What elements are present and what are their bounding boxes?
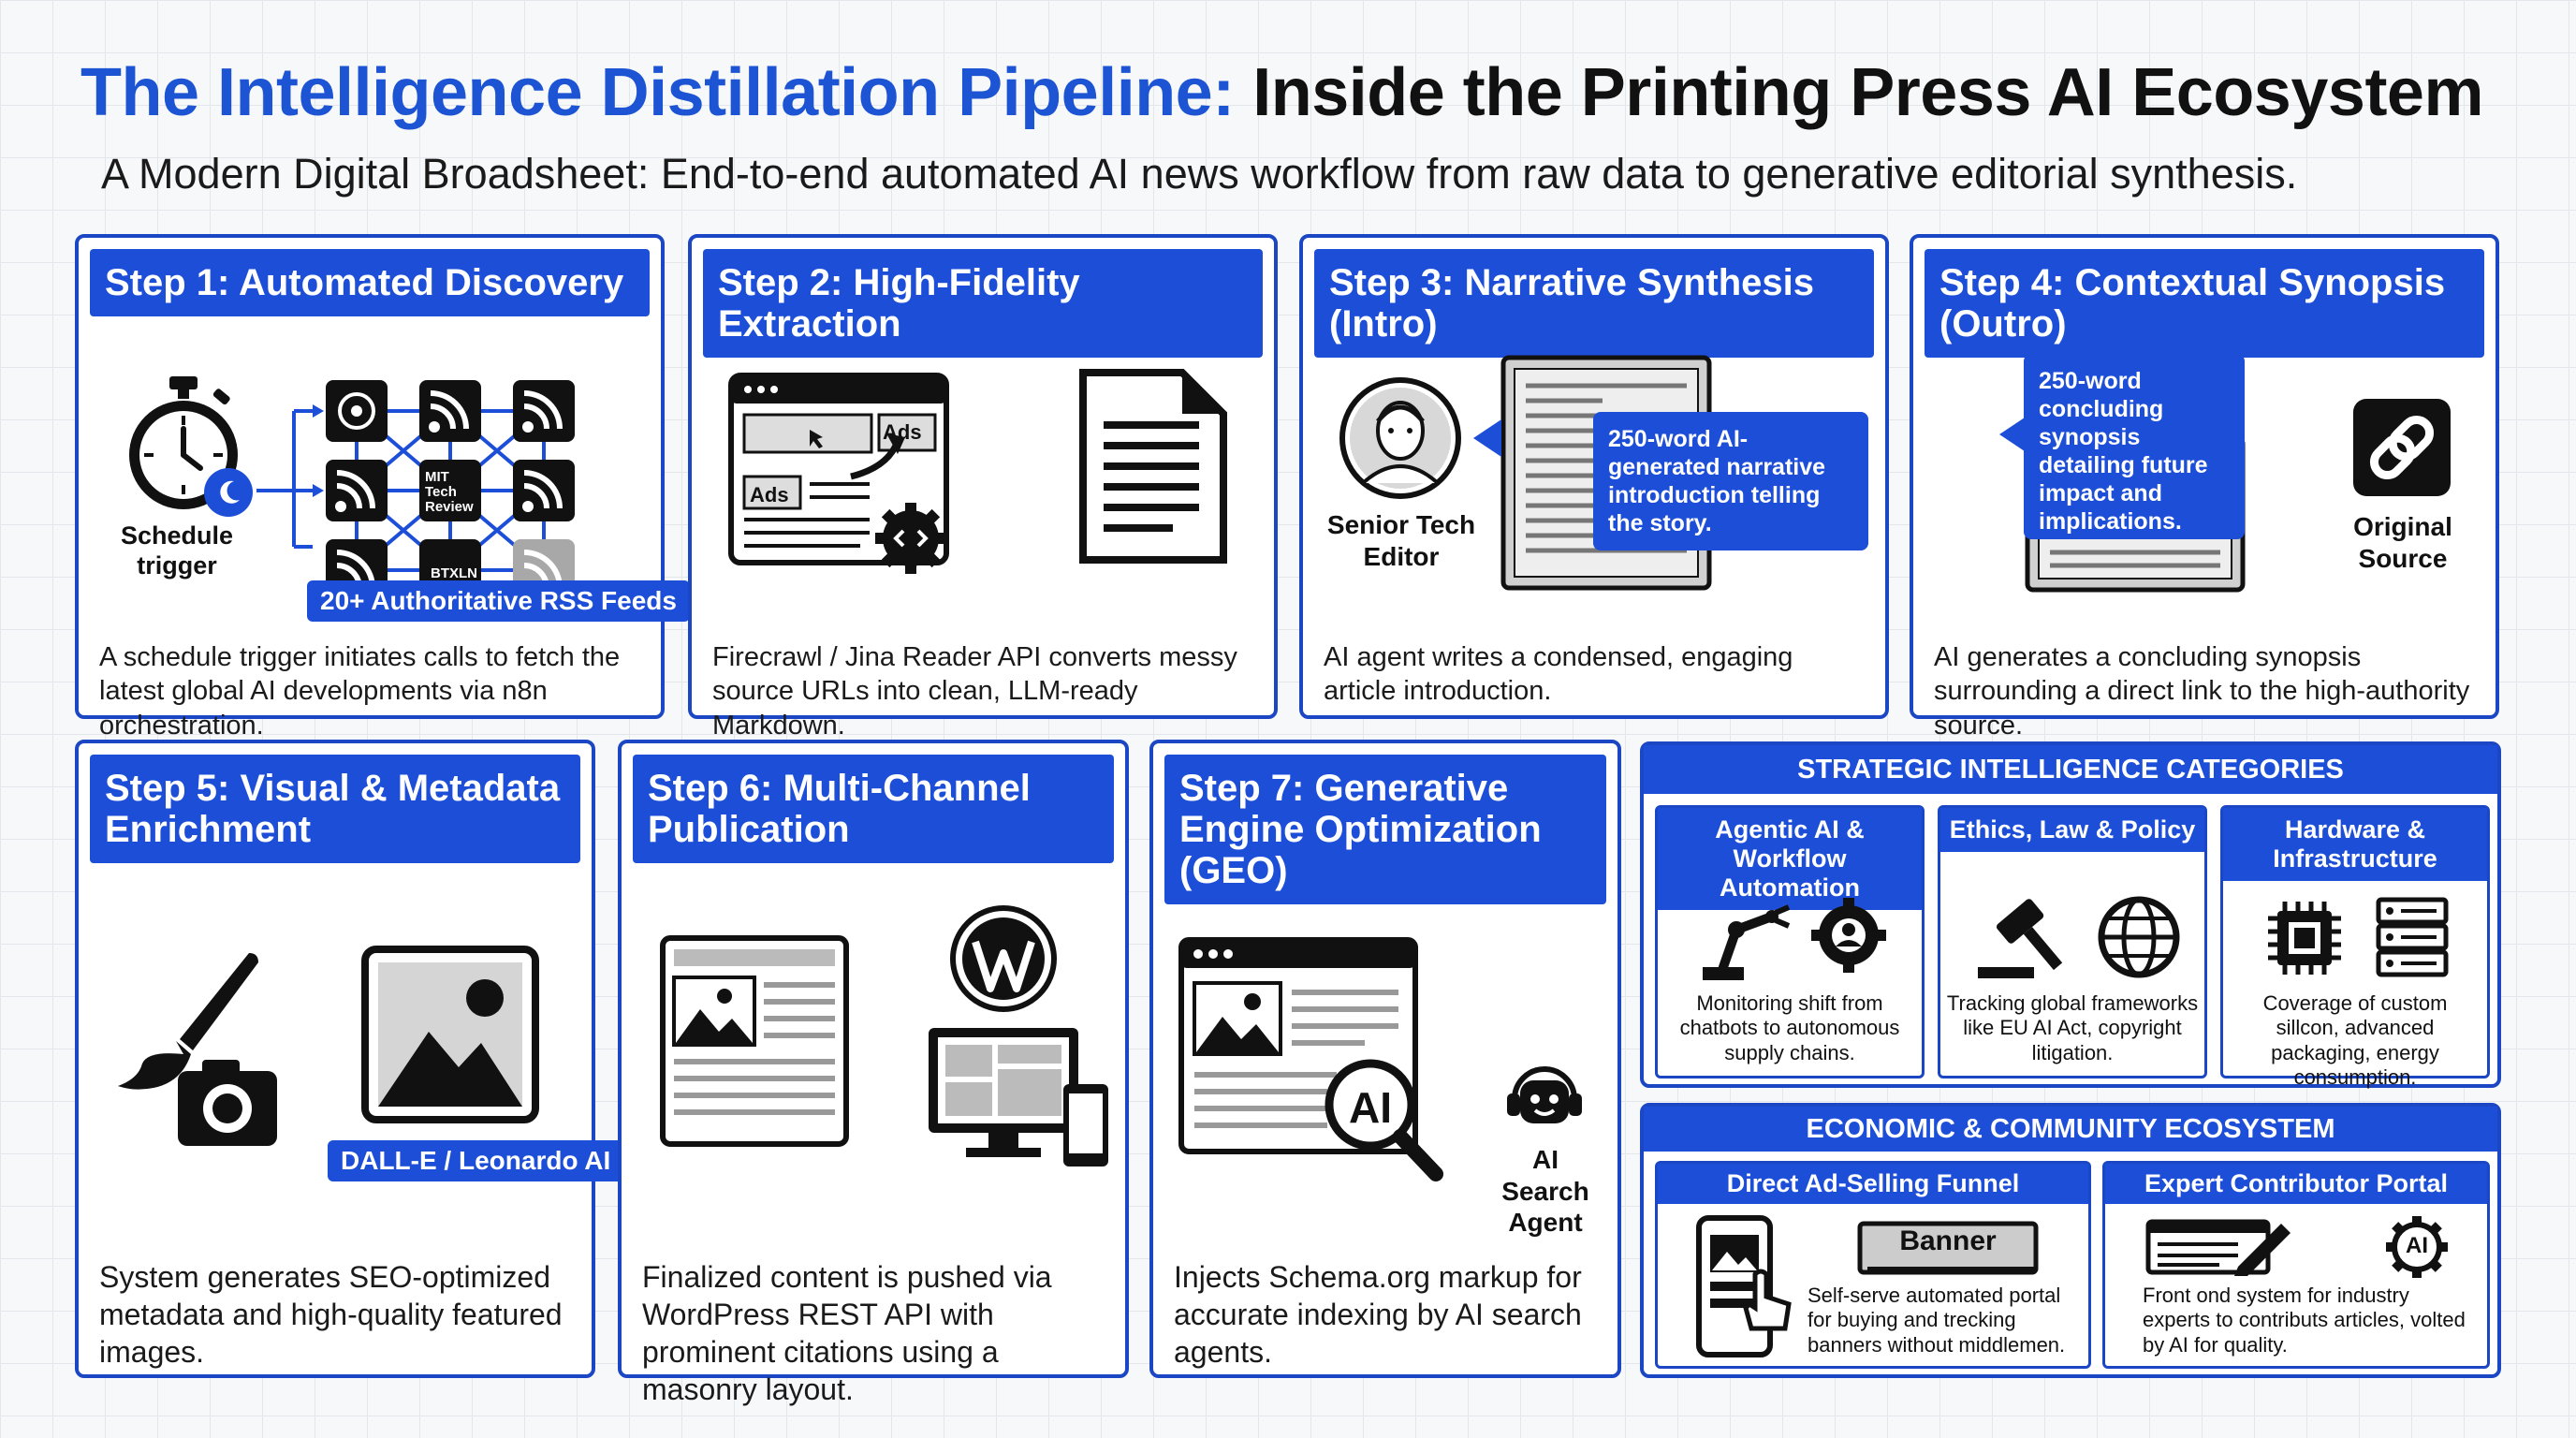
contributor-portal: Expert Contributor Portal AI Front ond s… (2102, 1161, 2490, 1369)
step-5-card: Step 5: Visual & Metadata Enrichment DAL… (75, 740, 624, 1378)
category-hardware: Hardware & Infrastructure Coverage of cu… (2220, 805, 2490, 1089)
category-desc: Coverage of custom sillcon, advanced pac… (2262, 991, 2448, 1090)
editor-label: Senior Tech Editor (1326, 510, 1476, 571)
funnel-title: Direct Ad-Selling Funnel (1658, 1164, 2088, 1205)
gavel-globe-icon (1978, 896, 2180, 978)
stopwatch-icon (129, 376, 253, 517)
step-3-desc: AI agent writes a condensed, engaging ar… (1324, 642, 1793, 707)
phone-touch-icon (1696, 1215, 1792, 1357)
ecosystem-section: ECONOMIC & COMMUNITY ECOSYSTEM Direct Ad… (1640, 1103, 2501, 1378)
editor-pen-icon (2145, 1219, 2291, 1276)
robot-arm-gear-icon (1703, 898, 1886, 980)
btxln-tile-text: BTXLN (431, 565, 477, 581)
page-title: The Intelligence Distillation Pipeline: … (80, 54, 2483, 131)
ads-label-1: Ads (883, 420, 922, 444)
step-1-desc: A schedule trigger initiates calls to fe… (99, 642, 621, 741)
paintbrush-camera-icon (118, 953, 277, 1146)
category-agentic: Agentic AI & Workflow Automation Monitor… (1655, 805, 1925, 1078)
step-2-card: Step 2: High-Fidelity Extraction Ads Ads (688, 234, 1278, 741)
clean-document-icon (1079, 369, 1227, 564)
title-blue: The Intelligence Distillation Pipeline: (80, 55, 1235, 130)
wordpress-icon (950, 905, 1057, 1012)
category-desc: Monitoring shift from chatbots to autono… (1679, 991, 1900, 1064)
title-black: Inside the Printing Press AI Ecosystem (1252, 55, 2483, 130)
link-icon (2353, 399, 2451, 496)
page-subtitle: A Modern Digital Broadsheet: End-to-end … (101, 150, 2298, 198)
categories-section: STRATEGIC INTELLIGENCE CATEGORIES Agenti… (1640, 741, 2501, 1089)
ads-label-2: Ads (750, 483, 789, 506)
image-placeholder-icon (361, 946, 539, 1123)
rss-feeds-badge: 20+ Authoritative RSS Feeds (307, 580, 690, 622)
ai-gear-text: AI (2406, 1233, 2428, 1258)
banner-ad-icon (1857, 1221, 2039, 1275)
portal-title: Expert Contributor Portal (2105, 1164, 2487, 1205)
mit-tile-text: MIT Tech Review (425, 469, 474, 515)
step-1-card: Step 1: Automated Discovery Schedule tri… (75, 234, 690, 741)
step-6-title: Step 6: Multi-Channel Publication (633, 755, 1114, 863)
step-4-card: Step 4: Contextual Synopsis (Outro) 250-… (1910, 234, 2499, 741)
intro-bubble: 250-word AI-generated narrative introduc… (1593, 412, 1868, 550)
geo-webpage-icon (1178, 937, 1443, 1181)
category-ethics: Ethics, Law & Policy Tracking global fra… (1938, 805, 2207, 1078)
step-1-title: Step 1: Automated Discovery (90, 249, 650, 316)
step-3-title: Step 3: Narrative Synthesis (Intro) (1314, 249, 1874, 358)
category-desc: Tracking global frameworks like EU AI Ac… (1946, 991, 2199, 1064)
banner-text: Banner (1899, 1225, 1997, 1256)
bubble-tail-left (1473, 419, 1501, 457)
step-6-card: Step 6: Multi-Channel Publication Finali… (618, 740, 1129, 1406)
editor-avatar-icon (1339, 377, 1461, 499)
rss-feed-grid (326, 380, 575, 601)
step-5-desc: System generates SEO-optimized metadata … (99, 1260, 563, 1369)
ai-magnifier-text: AI (1349, 1083, 1392, 1132)
schedule-trigger-label: Schedule trigger (120, 521, 234, 580)
portal-desc: Front ond system for industry experts to… (2143, 1284, 2466, 1357)
bubble-tail-left-2 (1999, 416, 2027, 453)
ai-agent-icon (1507, 1066, 1582, 1123)
ai-search-agent-label: AI Search Agent (1501, 1145, 1589, 1238)
step-7-title: Step 7: Generative Engine Optimization (… (1164, 755, 1606, 904)
messy-webpage-icon (728, 373, 949, 574)
ad-selling-funnel: Direct Ad-Selling Funnel Banner Self-ser… (1655, 1161, 2091, 1369)
dalle-badge: DALL-E / Leonardo AI (328, 1140, 624, 1181)
devices-icon (929, 1028, 1108, 1167)
ai-gear-icon (2386, 1216, 2448, 1278)
ecosystem-title: ECONOMIC & COMMUNITY ECOSYSTEM (1644, 1107, 2497, 1152)
category-title: Agentic AI & Workflow Automation (1658, 808, 1922, 911)
chip-server-icon (2268, 897, 2449, 977)
rss-tile (419, 380, 481, 442)
funnel-desc: Self-serve automated portal for buying a… (1808, 1284, 2066, 1357)
categories-title: STRATEGIC INTELLIGENCE CATEGORIES (1644, 745, 2497, 794)
original-source-label: Original Source (2353, 512, 2452, 573)
category-title: Ethics, Law & Policy (1940, 808, 2204, 853)
step-4-desc: AI generates a concluding synopsis surro… (1934, 642, 2470, 741)
step-5-title: Step 5: Visual & Metadata Enrichment (90, 755, 580, 863)
outro-bubble: 250-word concluding synopsis detailing f… (2024, 354, 2245, 539)
step-7-desc: Injects Schema.org markup for accurate i… (1174, 1260, 1582, 1369)
step-3-card: Step 3: Narrative Synthesis (Intro) Seni… (1299, 234, 1889, 719)
step-2-desc: Firecrawl / Jina Reader API converts mes… (712, 642, 1237, 741)
step-4-title: Step 4: Contextual Synopsis (Outro) (1925, 249, 2484, 358)
article-layout-icon (660, 935, 849, 1147)
step-2-title: Step 2: High-Fidelity Extraction (703, 249, 1263, 358)
step-7-card: Step 7: Generative Engine Optimization (… (1149, 740, 1621, 1378)
category-title: Hardware & Infrastructure (2223, 808, 2487, 882)
connector-lines (256, 404, 324, 549)
step-6-desc: Finalized content is pushed via WordPres… (642, 1260, 1052, 1406)
